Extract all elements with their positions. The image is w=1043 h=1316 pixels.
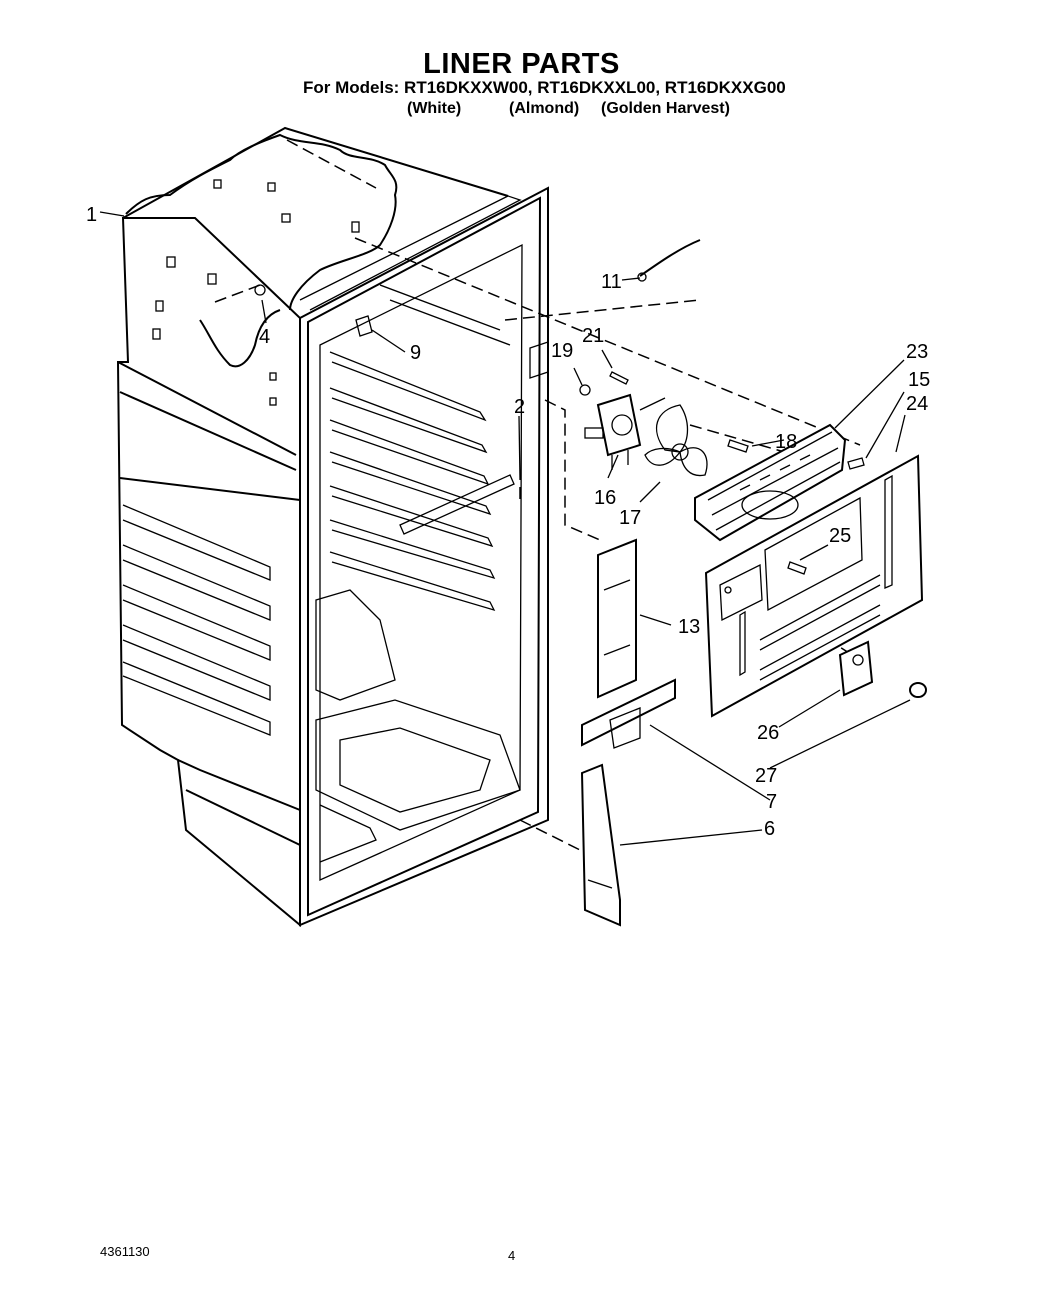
callout-25: 25 xyxy=(829,525,851,547)
document-number: 4361130 xyxy=(100,1244,150,1259)
fan-shroud-part xyxy=(694,423,847,542)
page-title: LINER PARTS xyxy=(423,48,620,80)
callout-1: 1 xyxy=(86,204,97,226)
wire-harness-part xyxy=(639,239,701,277)
callout-16: 16 xyxy=(594,487,616,509)
callout-17: 17 xyxy=(619,507,641,529)
evaporator-cover-part xyxy=(704,454,924,718)
screw-part xyxy=(609,371,629,385)
air-duct-part xyxy=(597,538,637,699)
finish-white-label: (White) xyxy=(407,100,462,117)
finish-golden-label: (Golden Harvest) xyxy=(601,100,730,117)
callout-18: 18 xyxy=(775,431,797,453)
screw-part xyxy=(787,561,807,575)
models-line: For Models: RT16DKXXW00, RT16DKXXL00, RT… xyxy=(303,78,786,97)
callout-9: 9 xyxy=(410,342,421,364)
cabinet-liner xyxy=(116,126,549,928)
callout-21: 21 xyxy=(582,325,604,347)
callout-27: 27 xyxy=(755,765,777,787)
callout-15: 15 xyxy=(908,369,930,391)
callout-2: 2 xyxy=(514,396,525,418)
plug-part xyxy=(909,682,927,698)
page-number: 4 xyxy=(508,1248,516,1263)
callout-11: 11 xyxy=(601,271,622,293)
callout-23: 23 xyxy=(906,341,928,363)
callout-6: 6 xyxy=(764,818,775,840)
callout-4: 4 xyxy=(259,326,270,348)
callout-24: 24 xyxy=(906,393,928,415)
callout-19: 19 xyxy=(551,340,573,362)
duct-part xyxy=(580,763,621,927)
fan-motor-part xyxy=(584,393,666,470)
screw-part xyxy=(727,439,749,453)
screw-part xyxy=(847,457,865,470)
finish-almond-label: (Almond) xyxy=(509,100,580,117)
fan-blade-part xyxy=(644,404,708,477)
callout-13: 13 xyxy=(678,616,700,638)
callout-26: 26 xyxy=(757,722,779,744)
callout-7: 7 xyxy=(766,791,777,813)
nut-part xyxy=(579,384,591,396)
cover-plate-part xyxy=(838,640,874,697)
